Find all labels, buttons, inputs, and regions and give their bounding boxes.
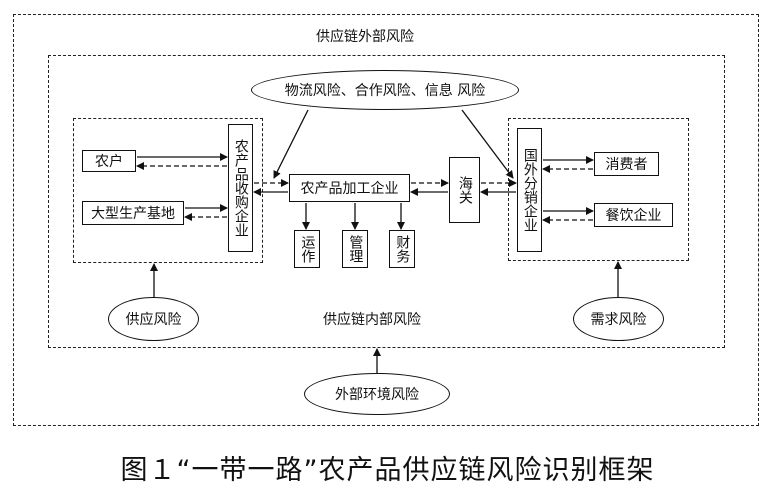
distributor-group — [508, 118, 689, 261]
management-box: 管理 — [342, 230, 368, 268]
transport-label: 运作 — [299, 235, 316, 263]
demand-risk-ellipse: 需求风险 — [573, 297, 664, 341]
supply-risk-ellipse: 供应风险 — [108, 297, 199, 341]
figure-caption: 图１“一带一路”农产品供应链风险识别框架 — [120, 455, 655, 486]
internal-risk-frame — [48, 55, 725, 348]
external-risk-label: 供应链外部风险 — [316, 29, 414, 45]
consumer-label: 消费者 — [605, 157, 648, 173]
top-risk-to-distributor-link-arrow — [461, 109, 514, 179]
top-risk-to-processor-link-arrow — [273, 109, 309, 179]
demand-risk-label: 需求风险 — [590, 312, 647, 328]
catering-box: 餐饮企业 — [594, 203, 673, 227]
external-env-risk-label: 外部环境风险 — [335, 387, 419, 403]
customs-label: 海关 — [456, 176, 473, 204]
purchaser-label: 农产品收购企业 — [232, 139, 249, 237]
farmer-label: 农户 — [95, 154, 123, 170]
top-risk-label: 物流风险、合作风险、信息 风险 — [284, 83, 486, 99]
supplier-group — [73, 118, 263, 263]
transport-box: 运作 — [294, 230, 320, 268]
catering-label: 餐饮企业 — [605, 208, 662, 224]
farmer-box: 农户 — [82, 150, 136, 172]
distributor-box: 国外分销企业 — [517, 128, 542, 252]
customs-box: 海关 — [449, 157, 480, 223]
finance-label: 财务 — [394, 235, 411, 263]
management-label: 管理 — [347, 235, 364, 263]
purchaser-box: 农产品收购企业 — [228, 124, 253, 252]
processor-box: 农产品加工企业 — [289, 174, 410, 202]
production-base-label: 大型生产基地 — [91, 206, 175, 222]
processor-label: 农产品加工企业 — [300, 181, 399, 197]
logistics-cooperation-info-risk-ellipse: 物流风险、合作风险、信息 风险 — [251, 70, 519, 110]
external-risk-frame — [13, 14, 759, 426]
finance-box: 财务 — [389, 230, 415, 268]
consumer-box: 消费者 — [594, 152, 659, 176]
external-environment-risk-ellipse: 外部环境风险 — [304, 373, 450, 415]
supply-risk-label: 供应风险 — [125, 312, 182, 328]
production-base-box: 大型生产基地 — [82, 201, 184, 225]
distributor-label: 国外分销企业 — [521, 148, 538, 232]
internal-risk-label: 供应链内部风险 — [323, 312, 421, 328]
